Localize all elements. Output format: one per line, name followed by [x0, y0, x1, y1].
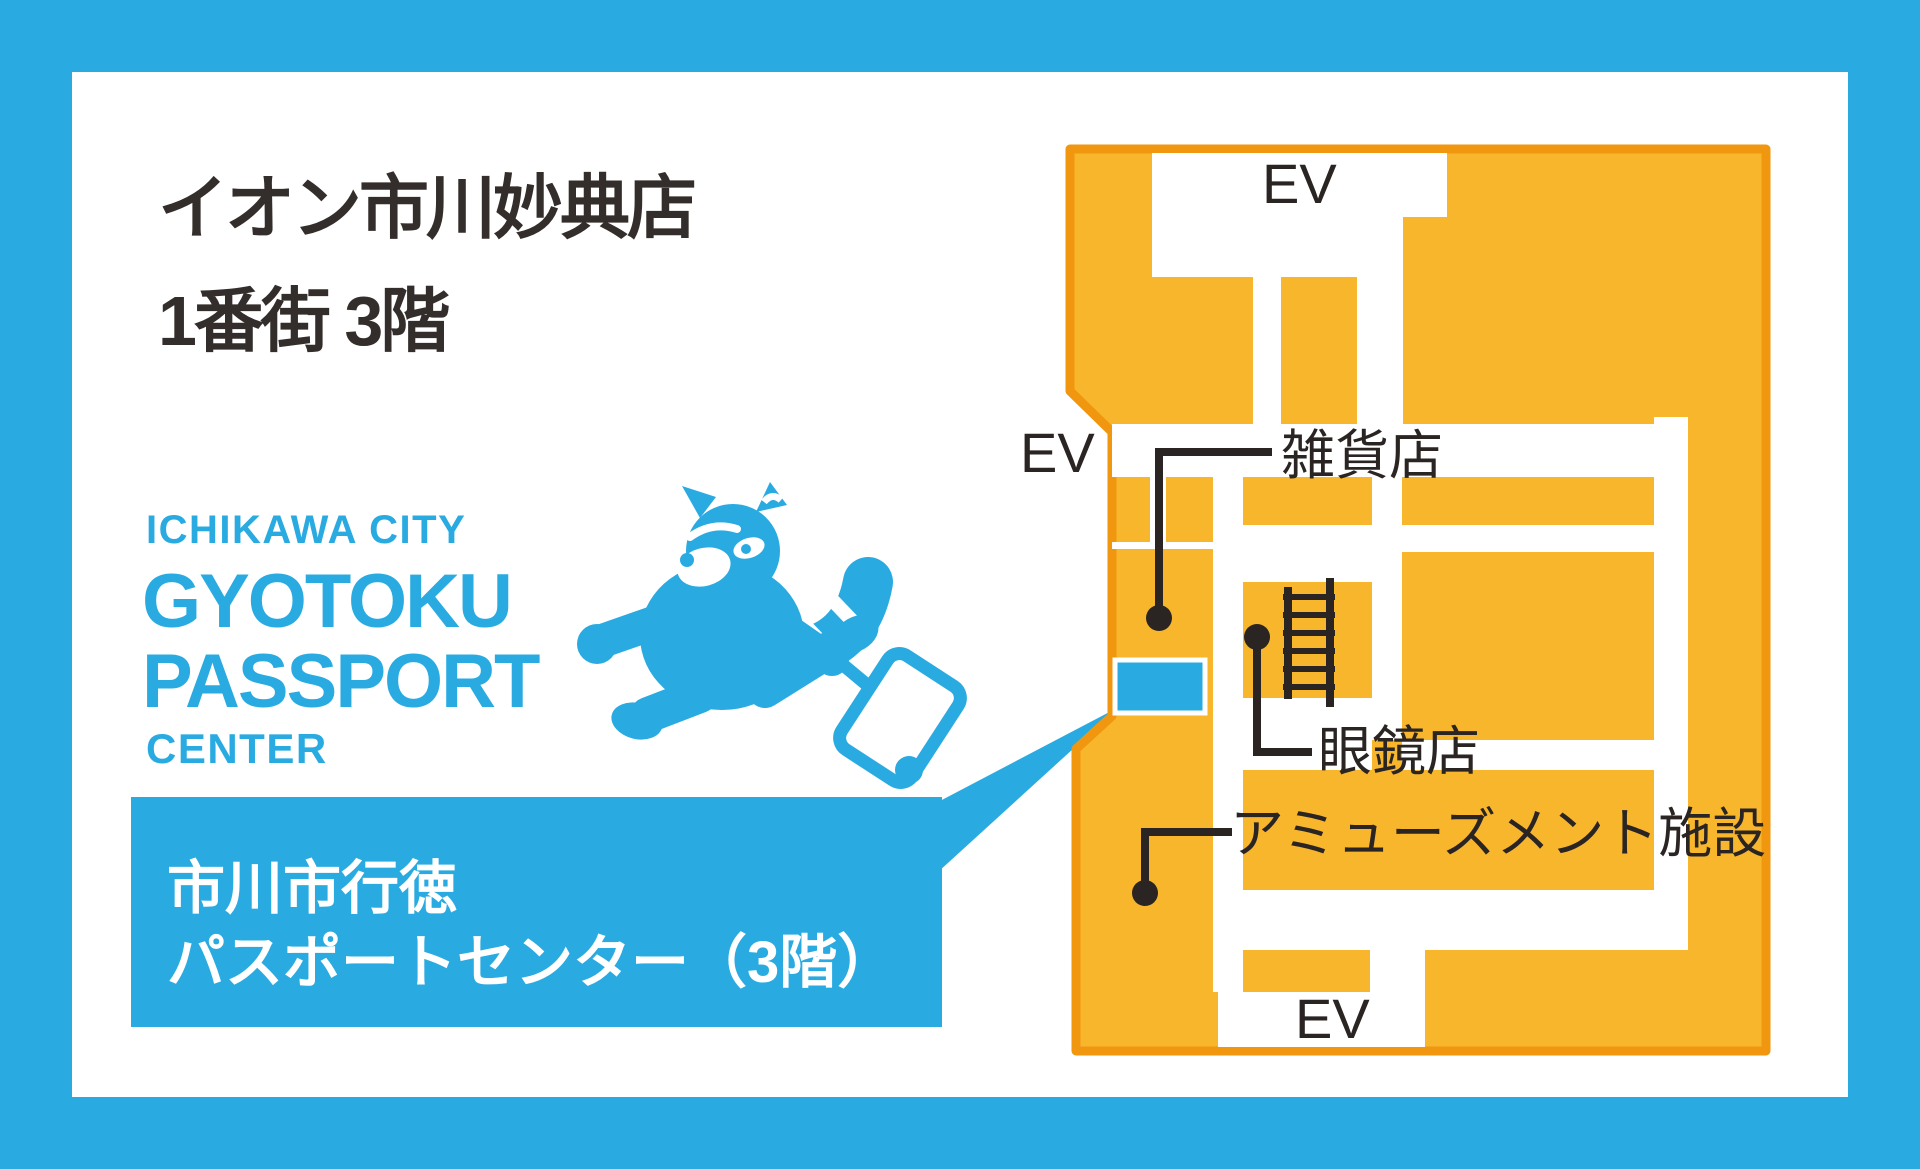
- logo-passport-line: PASSPORT: [142, 639, 540, 724]
- location-callout-box: [131, 797, 942, 1027]
- logo-city-line: ICHIKAWA CITY: [146, 508, 466, 552]
- logo-gyotoku-line: GYOTOKU: [142, 559, 511, 644]
- passport-center-location-marker: [1112, 657, 1208, 716]
- map-corridors: [1112, 153, 1688, 1047]
- label-connector-dots: [1132, 605, 1270, 906]
- page-title-line2: 1番街 3階: [158, 282, 449, 360]
- ev-label-left: EV: [1020, 421, 1095, 484]
- stairs-icon: [1283, 578, 1335, 707]
- store-label-glasses-store: 眼鏡店: [1318, 722, 1480, 782]
- label-connector-lines: [1141, 448, 1312, 893]
- store-label-amusement: アミューズメント施設: [1230, 804, 1766, 864]
- ev-label-top: EV: [1262, 152, 1337, 215]
- logo-center-line: CENTER: [146, 725, 328, 772]
- location-box-line1: 市川市行徳: [167, 856, 457, 921]
- ev-label-bottom: EV: [1295, 987, 1370, 1050]
- store-label-general-store: 雑貨店: [1281, 426, 1443, 486]
- map-floor-base: [1065, 144, 1771, 1056]
- location-box-line2: パスポートセンター（3階）: [167, 930, 895, 995]
- floor-map: EV EV EV 雑貨店 眼鏡店 アミューズメント施設: [1020, 144, 1771, 1056]
- red-panda-pulling-suitcase-icon: [577, 482, 967, 789]
- page-title-line1: イオン市川妙典店: [158, 169, 695, 247]
